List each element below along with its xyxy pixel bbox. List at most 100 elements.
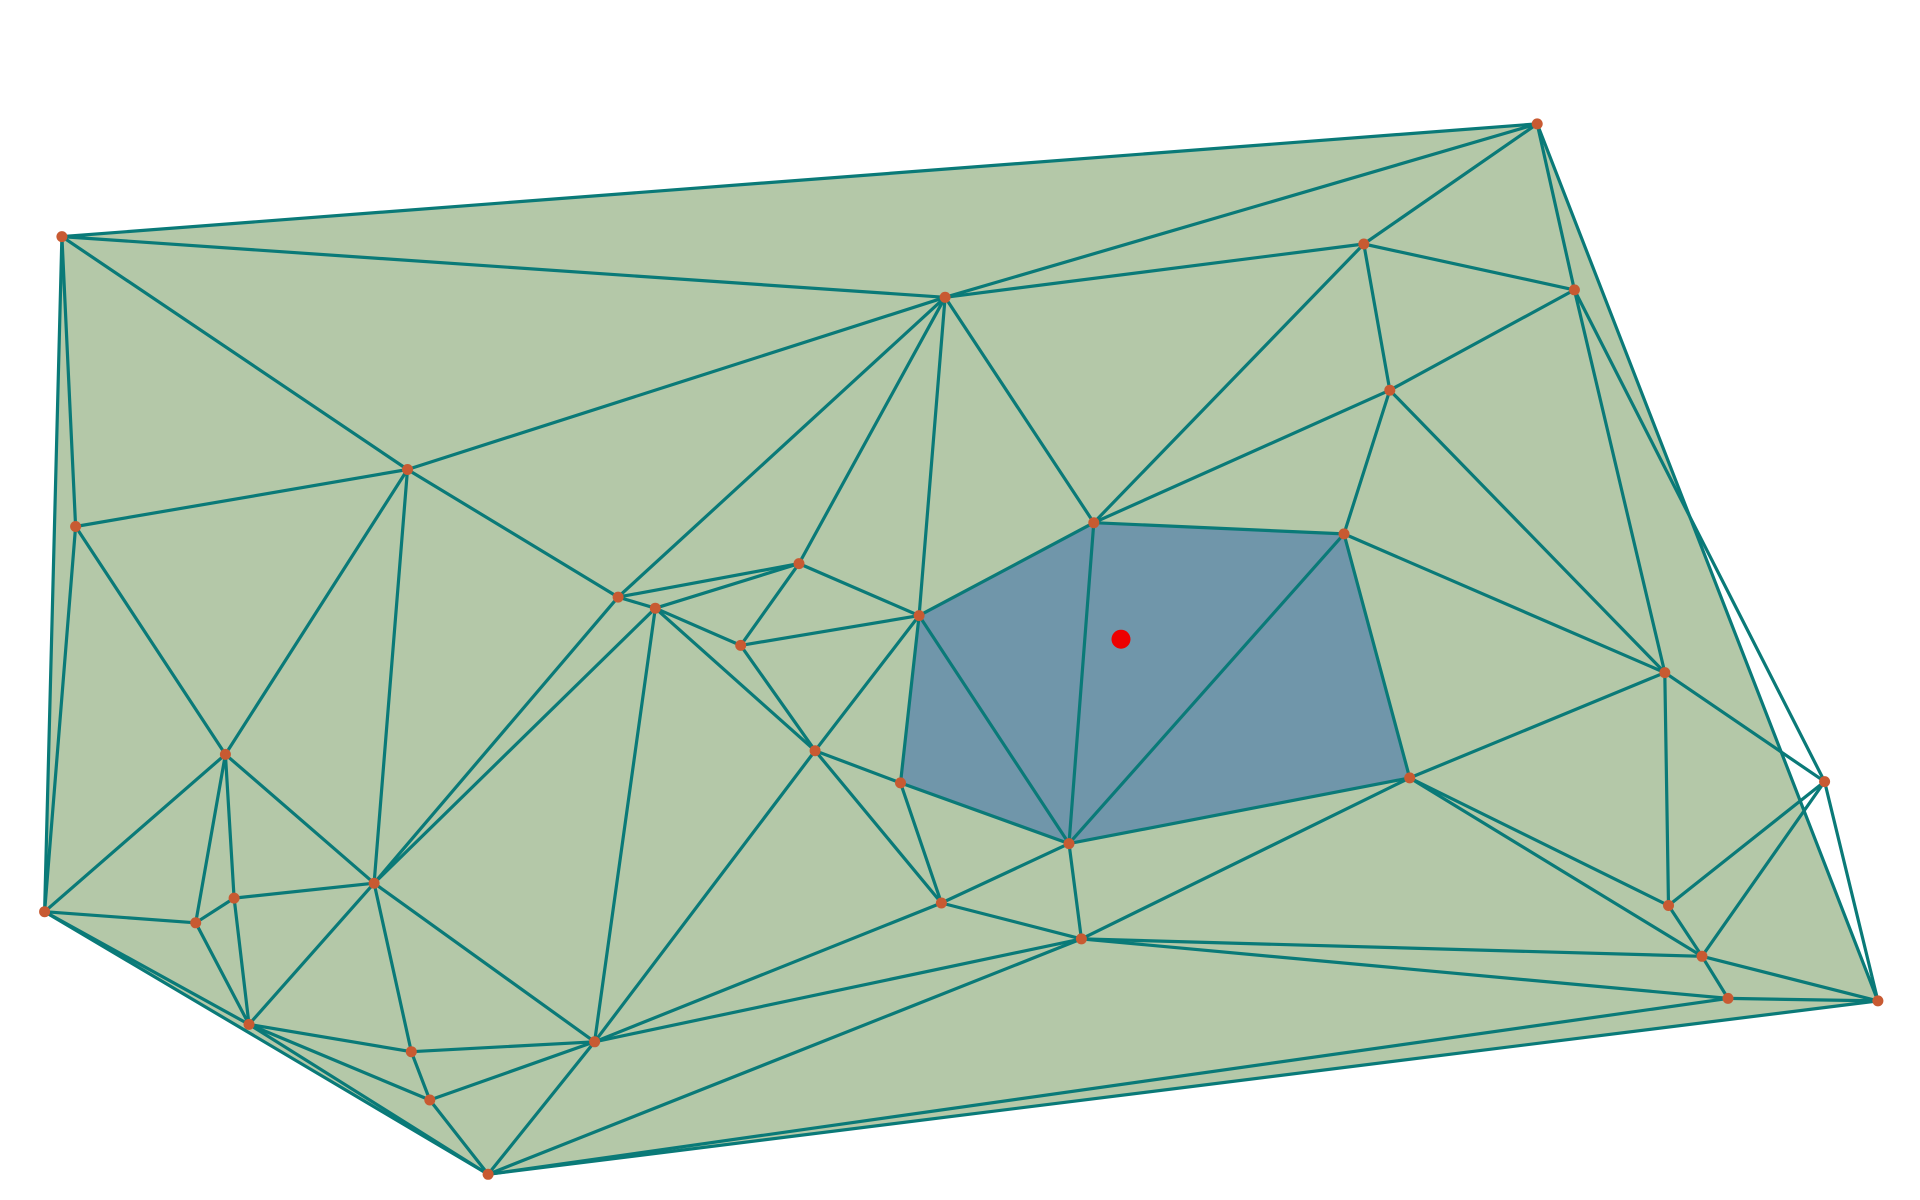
mesh-vertex — [809, 745, 821, 757]
mesh-edge — [73, 467, 410, 529]
mesh-edge — [898, 781, 1071, 846]
mesh-edge — [372, 881, 413, 1054]
mesh-vertex — [405, 1046, 417, 1058]
mesh-edge — [60, 235, 410, 472]
mesh-vertex — [1819, 776, 1831, 788]
mesh-edge — [1535, 122, 1577, 292]
mesh-edge — [653, 606, 817, 753]
mesh-edge — [943, 242, 1366, 299]
mesh-edge — [592, 749, 817, 1044]
mesh-edge — [1079, 776, 1412, 941]
query-point-layer — [1111, 629, 1131, 649]
mesh-vertex — [482, 1168, 494, 1180]
mesh-edge — [917, 521, 1096, 618]
mesh-edge — [1822, 779, 1880, 1003]
mesh-vertex — [895, 777, 906, 789]
mesh-vertex — [1659, 667, 1671, 679]
mesh-edge — [1092, 521, 1346, 536]
mesh-vertex — [190, 917, 202, 929]
mesh-vertex — [649, 602, 661, 614]
mesh-edge — [1388, 288, 1577, 392]
mesh-vertex — [1088, 517, 1100, 529]
mesh-edge — [194, 752, 227, 925]
mesh-edge — [592, 901, 944, 1044]
mesh-edge — [223, 752, 376, 885]
mesh-vertex — [1075, 933, 1087, 945]
mesh-edge — [247, 1022, 490, 1176]
mesh-edge — [409, 1040, 597, 1054]
mesh-edge — [428, 1040, 597, 1102]
mesh-edge — [1067, 532, 1346, 846]
mesh-edge — [247, 1022, 413, 1054]
mesh-edge — [1663, 670, 1671, 908]
mesh-vertex — [935, 897, 947, 909]
mesh-edge — [42, 524, 78, 914]
mesh-edge — [1342, 388, 1392, 536]
mesh-vertex — [1531, 118, 1543, 130]
mesh-edge — [428, 1098, 490, 1176]
mesh-edge — [813, 749, 944, 905]
mesh-edge — [1408, 670, 1667, 780]
mesh-edge — [73, 524, 227, 757]
mesh-edge — [486, 999, 1880, 1176]
mesh-edge — [486, 1040, 597, 1176]
mesh-edge — [223, 752, 236, 900]
mesh-edge — [616, 561, 801, 599]
mesh-edge — [232, 896, 251, 1027]
mesh-edge — [592, 937, 1084, 1044]
mesh-edge — [372, 881, 597, 1044]
mesh-vertex — [1663, 900, 1674, 911]
mesh-edge — [42, 752, 227, 914]
mesh-edge — [592, 606, 657, 1044]
mesh-edge — [939, 841, 1071, 905]
mesh-vertices-layer — [39, 118, 1884, 1180]
mesh-edge — [1342, 532, 1667, 675]
mesh-edge — [813, 613, 921, 753]
mesh-vertex — [612, 591, 624, 603]
mesh-edge — [194, 921, 251, 1027]
mesh-edge — [1663, 670, 1827, 784]
mesh-vertex — [1063, 838, 1075, 850]
mesh-edge — [943, 295, 1096, 525]
mesh-edge — [1079, 937, 1730, 1001]
mesh-vertex — [424, 1094, 436, 1106]
mesh-edge — [372, 606, 657, 885]
mesh-edge — [486, 937, 1084, 1176]
mesh-vertex — [913, 610, 925, 622]
mesh-edge — [232, 881, 376, 900]
mesh-edge — [1408, 776, 1704, 958]
mesh-edge — [60, 122, 1539, 239]
mesh-edge — [1342, 532, 1412, 780]
mesh-edge — [405, 467, 620, 599]
mesh-edge — [616, 295, 947, 599]
mesh-edge — [653, 561, 801, 610]
mesh-edge — [797, 295, 947, 566]
mesh-edge — [1666, 903, 1704, 958]
query-point — [1111, 629, 1131, 649]
mesh-edge — [194, 896, 236, 925]
mesh-vertex — [1358, 238, 1370, 250]
mesh-edge — [1362, 122, 1539, 246]
mesh-edge — [739, 613, 921, 648]
mesh-edge — [1700, 779, 1827, 958]
mesh-edge — [42, 910, 490, 1176]
mesh-vertex — [1696, 950, 1708, 962]
mesh-edge — [1700, 954, 1730, 1001]
mesh-edge — [60, 235, 78, 529]
mesh-edge — [223, 467, 410, 757]
mesh-edge — [739, 561, 801, 648]
mesh-edge — [372, 467, 410, 885]
mesh-edge — [1067, 521, 1096, 846]
mesh-edges-layer — [42, 122, 1880, 1176]
mesh-edge — [1362, 242, 1392, 392]
mesh-edge — [1572, 288, 1667, 675]
mesh-edge — [42, 910, 198, 925]
mesh-vertex — [243, 1018, 255, 1030]
mesh-edge — [247, 1022, 432, 1102]
mesh-edge — [1666, 779, 1827, 908]
mesh-edge — [1408, 776, 1671, 908]
mesh-vertex — [1338, 528, 1350, 540]
mesh-edge — [1388, 388, 1667, 675]
